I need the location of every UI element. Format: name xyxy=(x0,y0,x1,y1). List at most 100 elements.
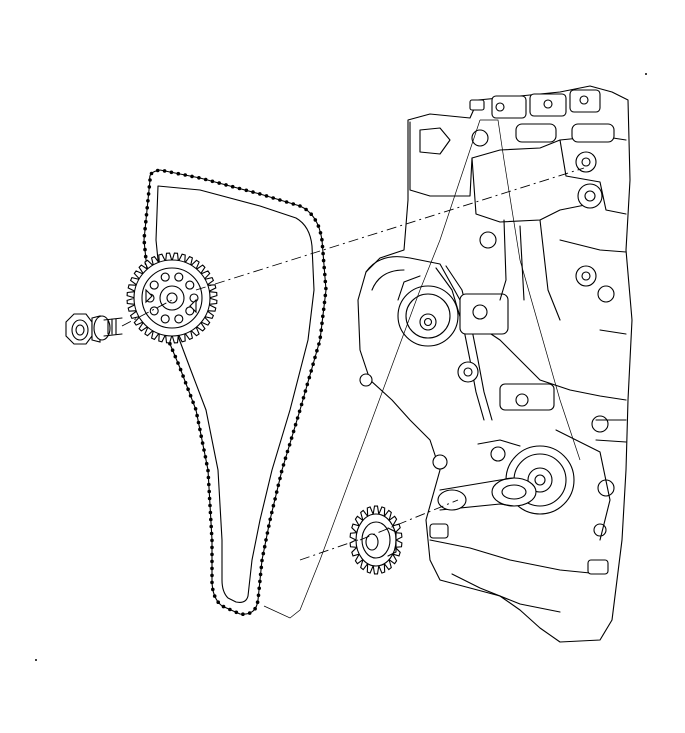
chain-link xyxy=(297,409,302,414)
chain-link xyxy=(209,524,213,529)
chain-link xyxy=(217,181,221,185)
chain-link xyxy=(278,476,282,481)
chain-link xyxy=(318,231,323,235)
chain-link xyxy=(301,396,306,400)
chain-link xyxy=(258,579,262,584)
chain-link xyxy=(321,307,326,312)
chain-link xyxy=(264,538,268,542)
chain-link xyxy=(211,587,215,592)
chain-link xyxy=(206,468,210,473)
chain-link xyxy=(244,188,249,193)
chain-link xyxy=(186,387,190,392)
chain-link xyxy=(291,202,296,206)
chain-link xyxy=(181,374,185,378)
chain-link xyxy=(271,503,276,508)
chain-link xyxy=(320,237,324,242)
chain-link xyxy=(287,443,292,447)
chain-link xyxy=(234,610,239,615)
chain-link xyxy=(155,168,160,173)
chain-link xyxy=(276,483,281,488)
chain-link xyxy=(188,393,193,398)
chain-link xyxy=(203,177,208,182)
chain-link xyxy=(208,503,212,508)
sprocket-hole xyxy=(174,314,184,324)
sprocket-hole xyxy=(185,306,195,316)
chain-link xyxy=(295,416,300,420)
chain-link xyxy=(178,367,183,372)
chain-link xyxy=(221,604,226,609)
sprocket-hole xyxy=(149,280,159,290)
chain-link xyxy=(204,461,209,466)
chain-link xyxy=(230,184,235,189)
chain-link xyxy=(147,185,152,189)
chain-link xyxy=(209,531,214,536)
chain-link xyxy=(320,321,324,326)
chain-link xyxy=(278,198,282,202)
chain-link xyxy=(210,580,214,585)
chain-link xyxy=(209,517,213,522)
chain-link xyxy=(321,251,325,256)
sprocket-hole xyxy=(160,272,170,282)
chain-link xyxy=(199,434,203,439)
chain-link xyxy=(274,490,279,494)
chain-link xyxy=(251,190,255,194)
chain-link xyxy=(316,224,321,228)
chain-link xyxy=(198,427,202,432)
chain-link xyxy=(279,469,284,474)
chain-link xyxy=(299,402,304,407)
alignment-lines xyxy=(121,119,585,619)
chain-link xyxy=(143,226,147,231)
tensioner xyxy=(457,293,555,411)
chain-link xyxy=(265,531,270,535)
chain-link xyxy=(212,594,217,598)
chain-link xyxy=(210,179,215,184)
chain-link xyxy=(162,169,167,173)
chain-link xyxy=(273,497,277,501)
installed-cam-sprocket xyxy=(397,275,459,347)
chain-link xyxy=(142,233,147,238)
chain-link xyxy=(224,183,228,187)
chain-link xyxy=(210,559,214,564)
chain-link xyxy=(322,265,327,270)
chain-link xyxy=(202,448,206,452)
chain-link xyxy=(142,240,147,245)
chain-link xyxy=(169,170,174,175)
chain-link xyxy=(210,545,214,550)
chain-link xyxy=(145,206,149,210)
engine-block xyxy=(357,85,633,643)
chain-link xyxy=(323,272,327,277)
chain-link xyxy=(256,593,261,598)
chain-link xyxy=(258,192,262,196)
chain-link xyxy=(190,174,194,179)
chain-link xyxy=(146,199,150,203)
chain-link xyxy=(144,213,149,217)
chain-link xyxy=(323,279,328,284)
chain-link xyxy=(305,382,310,387)
chain-link xyxy=(298,204,302,208)
chain-link xyxy=(208,510,213,515)
chain-link xyxy=(247,611,252,615)
chain-link xyxy=(315,348,319,353)
chain-link xyxy=(255,600,260,604)
chain-link xyxy=(228,607,232,612)
chain-link xyxy=(283,456,288,461)
chain-link xyxy=(143,254,148,259)
chain-link xyxy=(144,219,148,224)
chain-link xyxy=(321,314,325,319)
chain-link xyxy=(176,171,181,176)
crank-snout xyxy=(437,477,537,511)
chain-link xyxy=(203,455,208,459)
chain-link xyxy=(193,407,198,411)
chain-link xyxy=(261,551,266,556)
chain-link xyxy=(303,389,308,393)
camshaft-caps xyxy=(469,89,615,209)
chain-link xyxy=(262,544,267,549)
chain-link xyxy=(173,354,178,359)
chain-link xyxy=(195,413,199,418)
chain-link xyxy=(289,436,294,440)
chain-link xyxy=(207,482,211,487)
chain-link xyxy=(210,552,214,557)
chain-link xyxy=(237,186,242,191)
chain-link xyxy=(253,606,257,611)
